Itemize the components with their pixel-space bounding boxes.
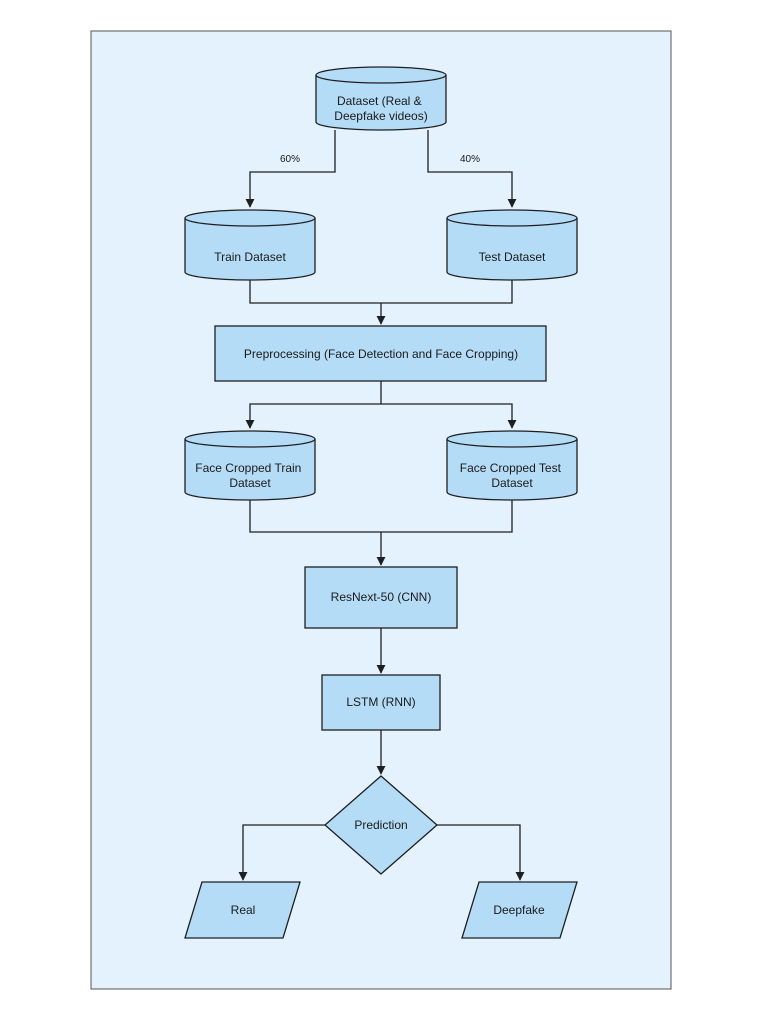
node-deepfake: Deepfake — [461, 881, 578, 939]
node-face-cropped-train: Face Cropped Train Dataset — [184, 430, 316, 501]
edge-preprocessing-to-face-test — [381, 403, 517, 429]
node-face-cropped-test: Face Cropped Test Dataset — [446, 430, 578, 501]
edge-preprocessing-to-face-train — [245, 403, 381, 429]
edge-prediction-to-deepfake — [437, 824, 525, 881]
edge-face-test-to-resnext — [381, 500, 513, 533]
node-prediction-label: Prediction — [354, 818, 407, 832]
node-lstm: LSTM (RNN) — [321, 674, 441, 731]
node-lstm-label: LSTM (RNN) — [346, 695, 415, 709]
edge-face-train-to-resnext — [249, 500, 381, 533]
node-resnext: ResNext-50 (CNN) — [304, 566, 458, 629]
edge-label-test-split: 40% — [460, 154, 480, 165]
node-deepfake-label: Deepfake — [493, 903, 545, 917]
node-train-label: Train Dataset — [214, 250, 286, 264]
node-test-dataset: Test Dataset — [446, 209, 578, 281]
edge-label-train-split: 60% — [280, 154, 300, 165]
edge-prediction-to-real — [238, 824, 325, 881]
node-face-train-label: Face Cropped Train Dataset — [195, 461, 304, 490]
node-preprocessing-label: Preprocessing (Face Detection and Face C… — [244, 347, 518, 361]
edge-dataset-to-train — [245, 130, 336, 208]
edge-test-to-preprocessing — [381, 280, 513, 304]
node-preprocessing: Preprocessing (Face Detection and Face C… — [214, 325, 547, 382]
node-resnext-label: ResNext-50 (CNN) — [331, 590, 432, 604]
node-real-label: Real — [231, 903, 256, 917]
edge-train-to-preprocessing — [249, 280, 381, 304]
edge-dataset-to-test — [427, 130, 517, 208]
node-face-test-label: Face Cropped Test Dataset — [460, 461, 565, 490]
node-prediction: Prediction — [324, 775, 438, 875]
node-train-dataset: Train Dataset — [184, 209, 316, 281]
node-dataset: Dataset (Real & Deepfake videos) — [315, 66, 447, 131]
node-dataset-label: Dataset (Real & Deepfake videos) — [334, 94, 427, 123]
node-real: Real — [184, 881, 301, 939]
node-test-label: Test Dataset — [479, 250, 546, 264]
